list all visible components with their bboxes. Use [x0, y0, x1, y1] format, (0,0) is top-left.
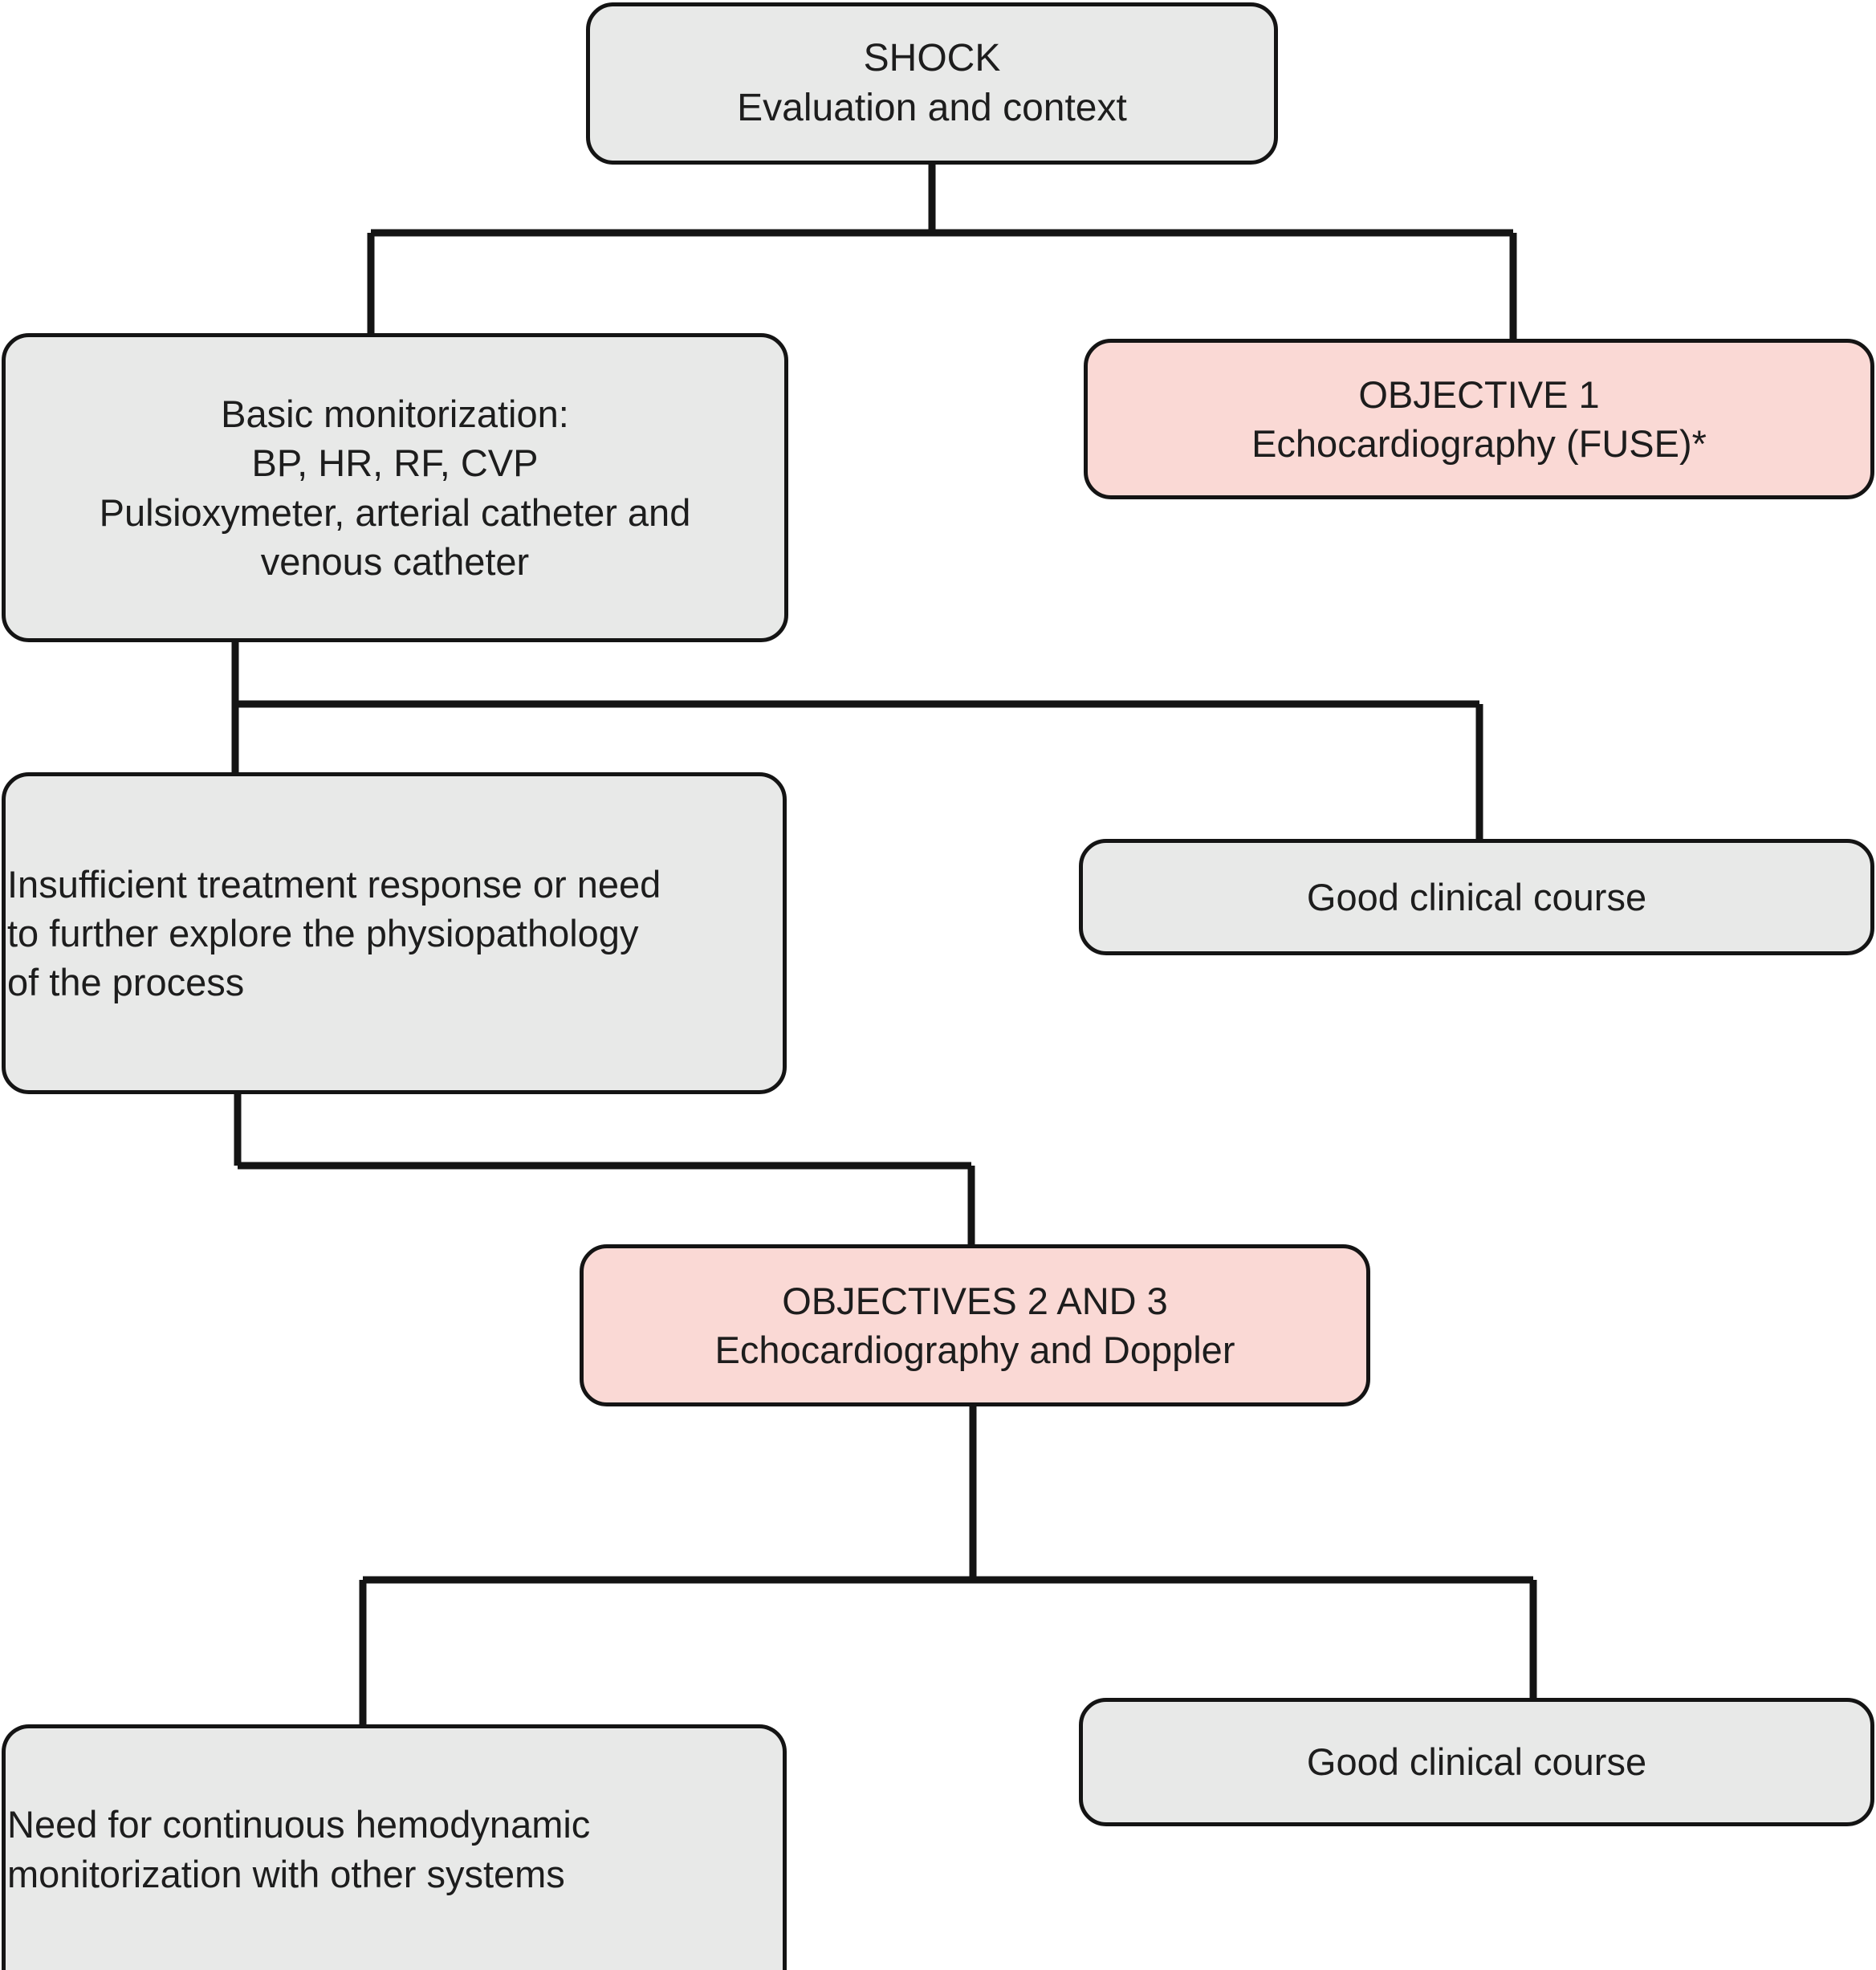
node-objectives-2-and-3-label: OBJECTIVES 2 AND 3 Echocardiography and … — [714, 1279, 1235, 1371]
node-objectives-2-and-3[interactable]: OBJECTIVES 2 AND 3 Echocardiography and … — [580, 1244, 1370, 1406]
node-objective-1-label: OBJECTIVE 1 Echocardiography (FUSE)* — [1251, 372, 1707, 465]
node-shock-label: SHOCK Evaluation and context — [737, 36, 1127, 129]
node-basic-monitorization[interactable]: Basic monitorization: BP, HR, RF, CVP Pu… — [2, 333, 788, 642]
node-objective-1[interactable]: OBJECTIVE 1 Echocardiography (FUSE)* — [1084, 339, 1874, 499]
node-insufficient-response[interactable]: Insufficient treatment response or need … — [2, 772, 787, 1094]
node-shock[interactable]: SHOCK Evaluation and context — [586, 2, 1278, 165]
node-need-continuous-monitorization-label: Need for continuous hemodynamic monitori… — [7, 1803, 591, 1895]
node-good-clinical-course-upper[interactable]: Good clinical course — [1079, 839, 1874, 955]
node-good-clinical-course-lower-label: Good clinical course — [1306, 1740, 1647, 1784]
node-good-clinical-course-upper-label: Good clinical course — [1306, 875, 1647, 918]
node-need-continuous-monitorization[interactable]: Need for continuous hemodynamic monitori… — [2, 1724, 787, 1970]
node-insufficient-response-label: Insufficient treatment response or need … — [7, 862, 661, 1004]
node-good-clinical-course-lower[interactable]: Good clinical course — [1079, 1698, 1874, 1826]
node-basic-monitorization-label: Basic monitorization: BP, HR, RF, CVP Pu… — [99, 393, 691, 583]
